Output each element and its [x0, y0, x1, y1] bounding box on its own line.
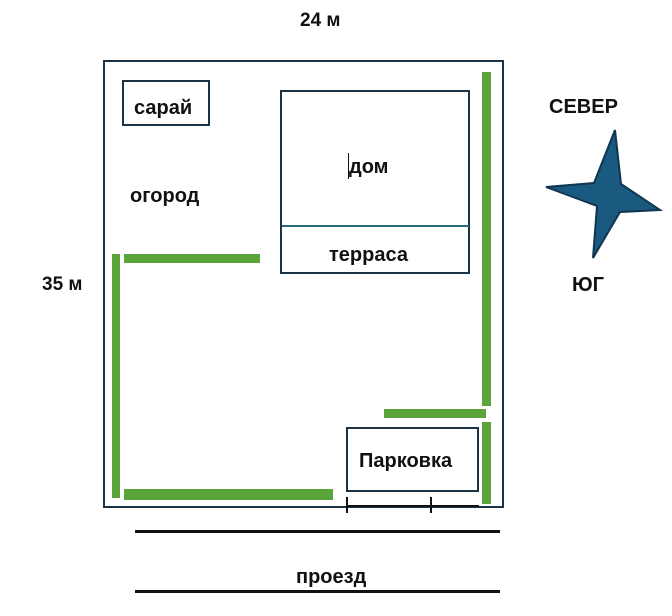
compass-north-label: СЕВЕР [549, 96, 618, 118]
text-cursor [348, 153, 349, 179]
compass-star-shape [545, 129, 664, 259]
driveway-line-top [135, 530, 500, 533]
parking-label: Парковка [359, 450, 453, 472]
hedge-bottom-horizontal [124, 489, 333, 500]
house-label: дом [349, 156, 389, 178]
house-box [280, 90, 470, 274]
parking-box [346, 427, 479, 492]
shed-label: сарай [134, 97, 193, 119]
hedge-right-vertical-upper [482, 72, 491, 406]
hedge-garden-horizontal [124, 254, 260, 263]
height-label: 35 м [42, 274, 83, 295]
gate-tick-left [346, 497, 348, 513]
shed-box [122, 80, 210, 126]
hedge-right-vertical-lower [482, 422, 491, 504]
hedge-parking-horizontal [384, 409, 486, 418]
terrace-label: терраса [329, 244, 408, 266]
hedge-left-vertical [112, 254, 120, 498]
house-terrace-divider [282, 225, 469, 227]
driveway-label: проезд [296, 566, 367, 588]
gate-tick-right [430, 497, 432, 513]
driveway-line-bottom [135, 590, 500, 593]
garden-label: огород [130, 185, 200, 207]
lot-boundary [103, 60, 504, 508]
width-label: 24 м [300, 10, 341, 31]
gate-line [347, 505, 479, 507]
compass-south-label: ЮГ [572, 274, 604, 296]
